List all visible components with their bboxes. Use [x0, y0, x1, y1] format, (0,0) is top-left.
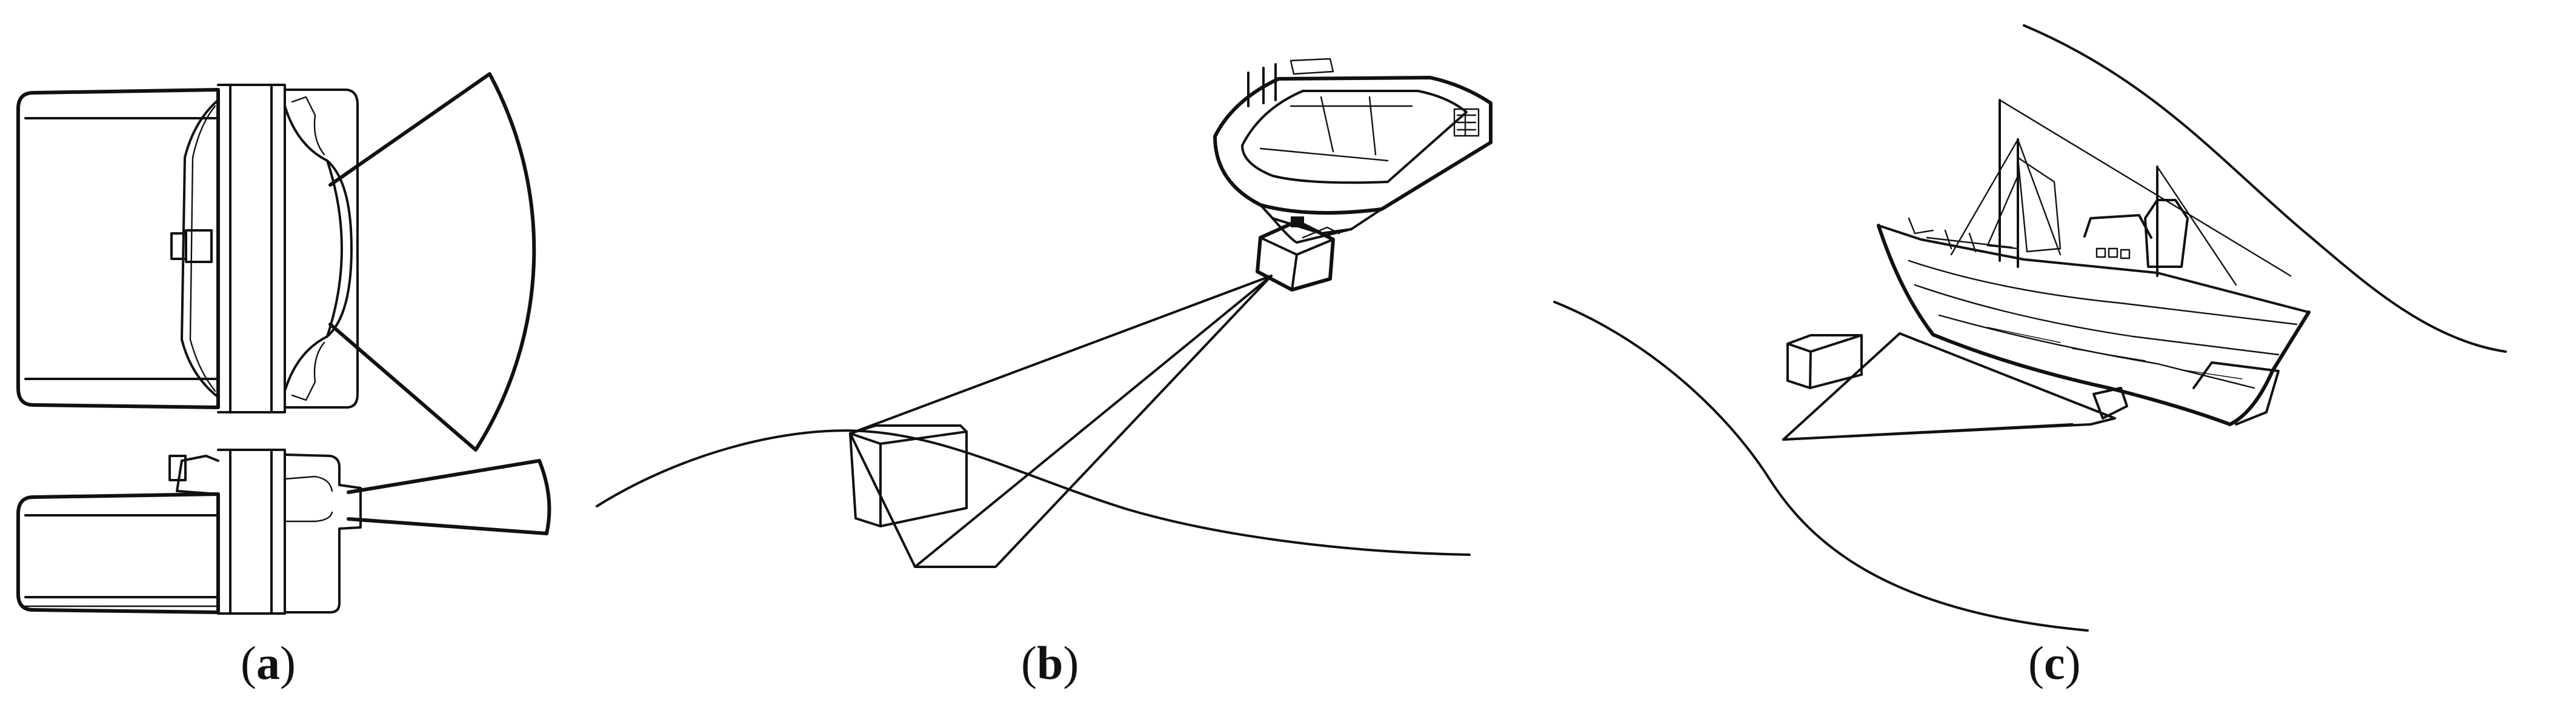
caption-c-open: (: [2028, 637, 2044, 689]
right-terrain-curve: [2023, 24, 2507, 353]
caption-c: (c): [2028, 640, 2081, 687]
caption-b-letter: b: [1036, 637, 1063, 689]
narrow-sonar-beam: [347, 459, 551, 535]
caption-c-letter: c: [2043, 637, 2065, 689]
wide-sonar-beam: [328, 72, 536, 452]
panel-a-drawing: [16, 72, 551, 615]
side-scan-beam: [1782, 332, 2116, 441]
caption-b: (b): [1021, 640, 1079, 687]
sonar-unit-side-view: [16, 449, 362, 615]
panel-b-drawing: [596, 58, 1493, 568]
box-object: [849, 424, 968, 527]
caption-a: (a): [241, 640, 296, 687]
caption-c-close: ): [2065, 637, 2081, 689]
caption-a-close: ): [279, 637, 296, 689]
caption-b-open: (: [1021, 637, 1037, 689]
caption-a-letter: a: [256, 637, 280, 689]
fishing-vessel: [1877, 99, 2311, 426]
sonar-beam-lines: [849, 275, 1273, 568]
box-object-c: [1786, 334, 1863, 389]
left-terrain-curve: [1553, 301, 2089, 632]
caption-a-open: (: [241, 637, 256, 689]
panel-c-drawing: [1553, 24, 2507, 632]
caption-b-close: ): [1063, 637, 1079, 689]
seabed-profile: [596, 429, 1471, 556]
usv-boat: [1213, 58, 1493, 244]
sonar-transducer: [1256, 216, 1340, 292]
sonar-unit-top-view: [16, 84, 359, 413]
